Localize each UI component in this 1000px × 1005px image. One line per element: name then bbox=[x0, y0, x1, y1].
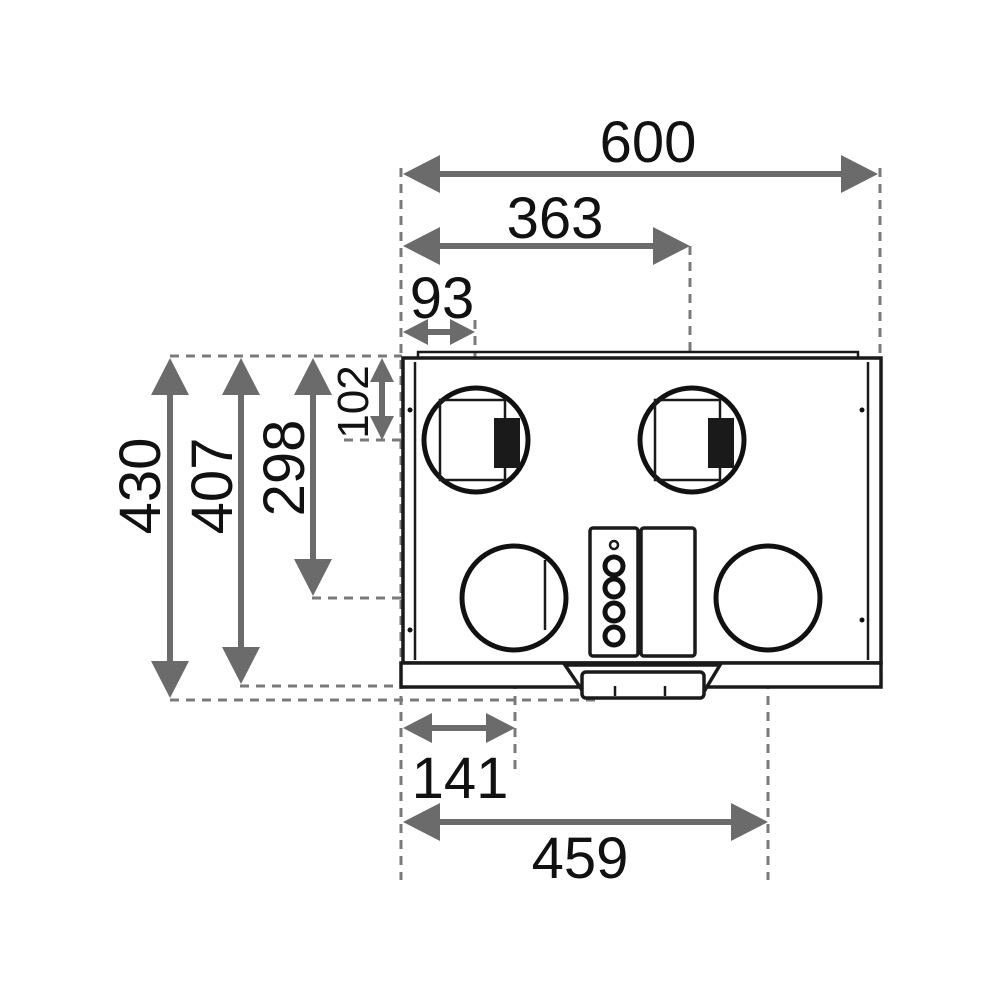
cable-gland-2 bbox=[602, 576, 626, 600]
cable-gland-1 bbox=[602, 554, 626, 578]
arrowhead bbox=[151, 661, 189, 698]
spigot-lower-right bbox=[713, 543, 823, 653]
arrowhead bbox=[403, 227, 440, 265]
arrowhead bbox=[222, 647, 260, 684]
arrowhead bbox=[370, 416, 394, 440]
fan-motor-left bbox=[494, 418, 520, 468]
label-93: 93 bbox=[410, 266, 475, 331]
mount-dot bbox=[407, 407, 413, 413]
fan-housing-right bbox=[653, 398, 722, 482]
arrowhead bbox=[486, 713, 515, 743]
dimension-labels: 600 363 93 141 459 430 407 298 102 bbox=[108, 110, 696, 891]
label-141: 141 bbox=[412, 746, 509, 811]
ventilation-unit bbox=[399, 350, 883, 700]
arrowhead bbox=[370, 358, 394, 382]
label-430: 430 bbox=[108, 438, 173, 535]
label-407: 407 bbox=[180, 438, 245, 535]
arrowhead bbox=[403, 155, 440, 193]
arrowhead bbox=[403, 713, 432, 743]
panel-screw bbox=[608, 539, 620, 551]
label-298: 298 bbox=[252, 420, 317, 517]
label-600: 600 bbox=[600, 110, 697, 175]
spigot-lower-left bbox=[459, 543, 569, 653]
label-459: 459 bbox=[532, 826, 629, 891]
mount-dot bbox=[859, 407, 865, 413]
arrowhead bbox=[294, 559, 332, 596]
arrowhead bbox=[403, 319, 428, 345]
cable-gland-4 bbox=[602, 624, 626, 648]
unit-handle bbox=[580, 670, 706, 700]
arrowhead bbox=[151, 358, 189, 395]
cable-gland-3 bbox=[602, 600, 626, 624]
arrowhead bbox=[841, 155, 878, 193]
arrowhead bbox=[222, 358, 260, 395]
fan-housing-left bbox=[438, 398, 507, 482]
arrowhead bbox=[653, 227, 690, 265]
label-102: 102 bbox=[329, 365, 378, 438]
unit-top-lid bbox=[416, 350, 860, 360]
electrical-panel bbox=[639, 526, 697, 658]
arrowhead bbox=[403, 803, 440, 841]
arrowhead bbox=[450, 319, 475, 345]
label-363: 363 bbox=[507, 186, 604, 251]
dimension-arrows bbox=[151, 155, 878, 841]
arrowhead bbox=[294, 358, 332, 395]
mount-dot bbox=[407, 627, 413, 633]
arrowhead bbox=[731, 803, 768, 841]
mount-dot bbox=[859, 617, 865, 623]
fan-motor-right bbox=[708, 418, 734, 468]
